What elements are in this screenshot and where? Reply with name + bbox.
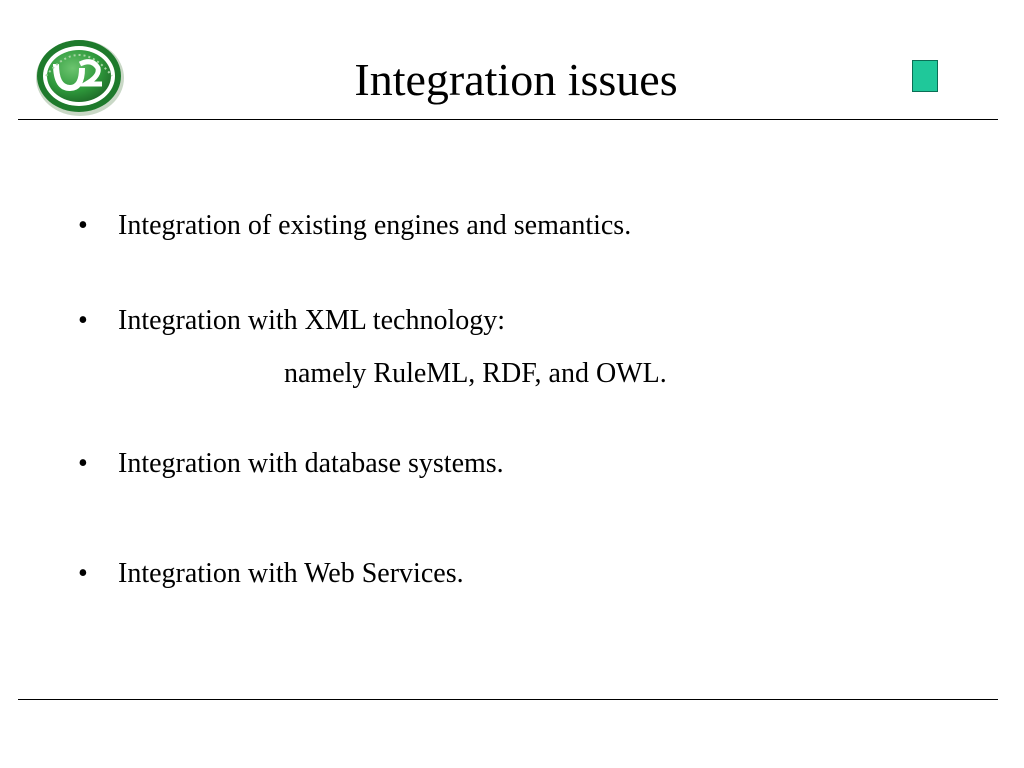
bullet-text: Integration with database systems. [118,448,504,479]
bullet-continuation: namely RuleML, RDF, and OWL. [284,358,667,389]
slide-marker [912,60,938,92]
university-seal-icon [36,40,124,116]
university-logo [34,36,126,116]
bullet-text: Integration with Web Services. [118,558,464,589]
bullet-text: Integration with XML technology: [118,305,505,336]
bullet-symbol: • [78,558,88,589]
header-divider [18,119,998,120]
bullet-symbol: • [78,305,88,336]
bullet-symbol: • [78,210,88,241]
footer-divider [18,699,998,700]
page-title: Integration issues [354,54,678,105]
bullet-text: Integration of existing engines and sema… [118,210,632,241]
bullet-symbol: • [78,448,88,479]
